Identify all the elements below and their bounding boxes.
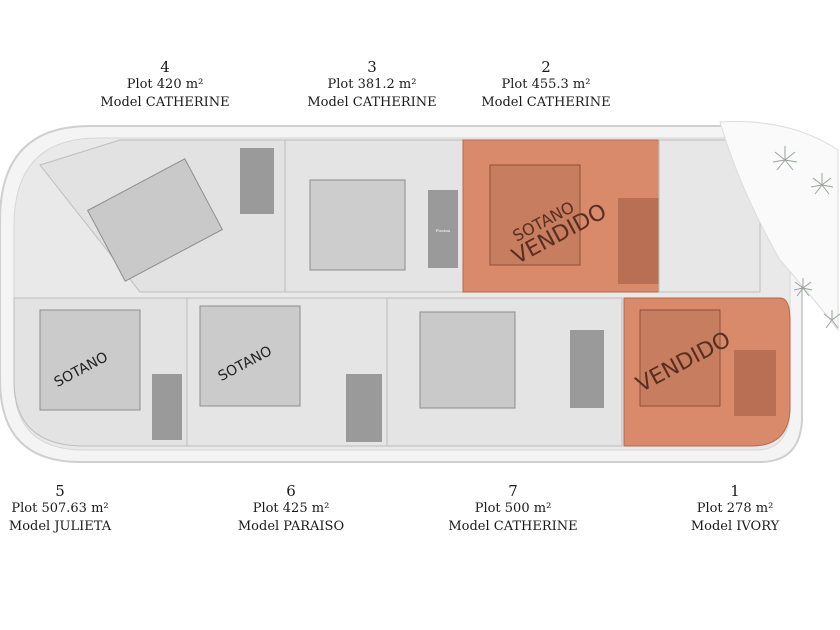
plot-model: Model CATHERINE bbox=[448, 519, 578, 534]
plot-7-house bbox=[419, 311, 516, 409]
plot-2-house bbox=[489, 164, 581, 266]
plot-area: Plot 420 m² bbox=[126, 77, 204, 92]
plot-model: Model CATHERINE bbox=[307, 95, 437, 110]
plot-2-pool bbox=[618, 198, 662, 284]
plot-number: 1 bbox=[730, 482, 740, 500]
plot-number: 4 bbox=[160, 58, 170, 76]
plot-6-label: 6 Plot 425 m² Model PARAISO bbox=[216, 482, 366, 536]
plot-6-pool bbox=[346, 374, 382, 442]
plot-1-label: 1 Plot 278 m² Model IVORY bbox=[660, 482, 810, 536]
plot-area: Plot 278 m² bbox=[696, 501, 774, 516]
plot-5-house bbox=[39, 309, 141, 411]
plot-area: Plot 455.3 m² bbox=[501, 77, 591, 92]
plot-area: Plot 381.2 m² bbox=[327, 77, 417, 92]
plot-area: Plot 507.63 m² bbox=[11, 501, 109, 516]
plot-1-pool bbox=[734, 350, 776, 416]
plot-number: 5 bbox=[55, 482, 65, 500]
plot-4-house bbox=[86, 158, 224, 282]
plot-4-pool bbox=[240, 148, 274, 214]
plot-model: Model CATHERINE bbox=[100, 95, 230, 110]
plot-3-pool bbox=[428, 190, 458, 268]
plot-2-label: 2 Plot 455.3 m² Model CATHERINE bbox=[471, 58, 621, 112]
plot-area: Plot 425 m² bbox=[252, 501, 330, 516]
plot-number: 6 bbox=[286, 482, 296, 500]
plot-model: Model IVORY bbox=[690, 519, 780, 534]
garden-area bbox=[719, 121, 839, 332]
plot-number: 7 bbox=[508, 482, 518, 500]
plot-5-label: 5 Plot 507.63 m² Model JULIETA bbox=[0, 482, 135, 536]
plot-7-label: 7 Plot 500 m² Model CATHERINE bbox=[438, 482, 588, 536]
plot-3-label: 3 Plot 381.2 m² Model CATHERINE bbox=[297, 58, 447, 112]
plot-7-pool bbox=[570, 330, 604, 408]
palm-tree-icon bbox=[772, 146, 840, 329]
plot-model: Model JULIETA bbox=[8, 519, 112, 534]
plot-model: Model PARAISO bbox=[237, 519, 345, 534]
plot-model: Model CATHERINE bbox=[481, 95, 611, 110]
plot-area: Plot 500 m² bbox=[474, 501, 552, 516]
plot-3-house bbox=[309, 179, 406, 271]
plot-3-pool-label: Piscina bbox=[436, 228, 451, 233]
plot-5-pool bbox=[152, 374, 182, 440]
plot-1-house bbox=[639, 309, 721, 407]
plot-6-house bbox=[199, 305, 301, 407]
plot-number: 2 bbox=[541, 58, 551, 76]
plot-number: 3 bbox=[367, 58, 377, 76]
plot-4-label: 4 Plot 420 m² Model CATHERINE bbox=[90, 58, 240, 112]
